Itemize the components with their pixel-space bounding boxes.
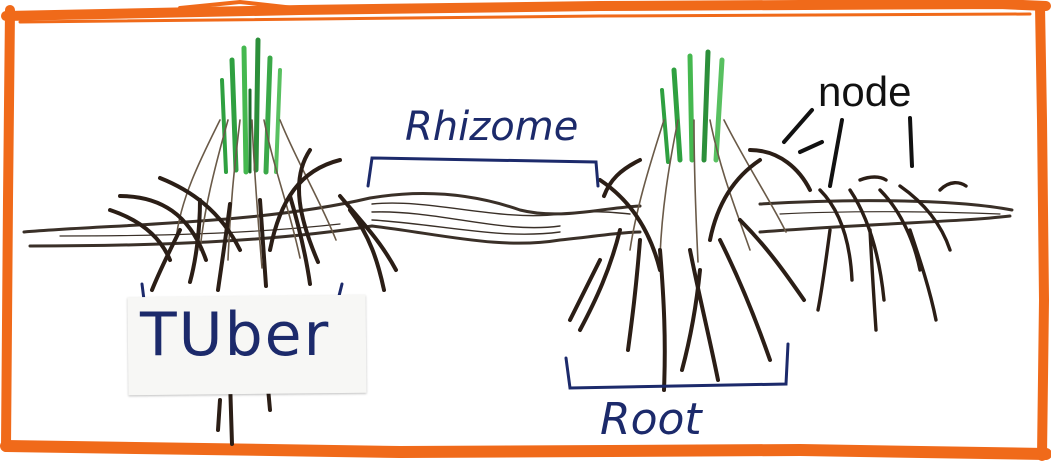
rhizome-label: Rhizome	[405, 104, 578, 150]
rhizome-bracket	[368, 158, 598, 186]
tuber-label: TUber	[140, 300, 330, 370]
right-plant-shoots	[662, 52, 722, 162]
right-plant-bulb	[630, 120, 786, 262]
node-label: node	[818, 68, 911, 116]
right-plant-roots	[570, 150, 810, 390]
root-bracket	[566, 344, 788, 388]
node-pointer-lines	[784, 110, 912, 186]
root-label: Root	[600, 394, 702, 445]
